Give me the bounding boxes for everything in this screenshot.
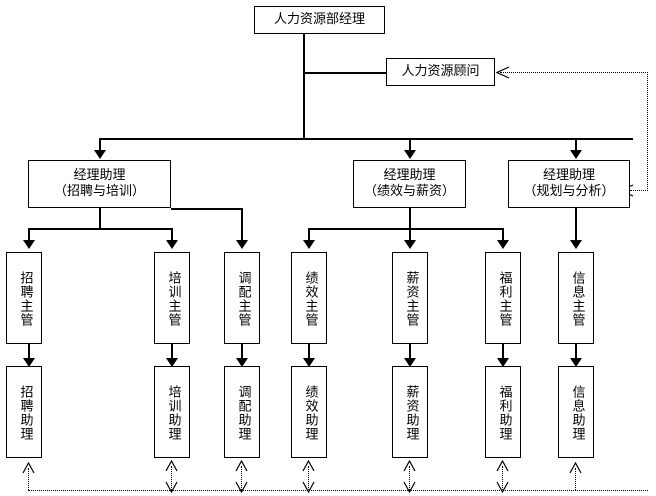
connector-g3-stem xyxy=(575,208,577,244)
connector-manager-drop-1 xyxy=(99,138,101,156)
box-supervisor-recruitment[interactable]: 招聘主管 xyxy=(6,252,42,344)
manager-1-line1: 经理助理 xyxy=(73,167,126,183)
connector-g2-stem xyxy=(409,208,411,228)
box-supervisor-training[interactable]: 培训主管 xyxy=(154,252,190,344)
connector-advisor-branch xyxy=(303,72,387,74)
feedback-arrow-up-7 xyxy=(569,462,582,474)
connector-g1-stem xyxy=(99,208,101,228)
connector-top-trunk xyxy=(303,34,305,138)
arrow-supervisor-3 xyxy=(236,240,248,249)
arrow-assistant-4 xyxy=(303,358,315,367)
manager-2-line1: 经理助理 xyxy=(383,167,436,183)
arrow-supervisor-4 xyxy=(303,240,315,249)
connector-manager-drop-2 xyxy=(409,138,411,156)
feedback-riser-5 xyxy=(409,466,410,492)
connector-manager-drop-3 xyxy=(575,138,577,156)
connector-sup5-asst5 xyxy=(409,344,411,364)
box-assistant-deployment[interactable]: 调配助理 xyxy=(224,366,260,458)
connector-sup7-asst7 xyxy=(575,344,577,364)
connector-sup3-asst3 xyxy=(241,344,243,364)
advisory-dotted-into-planning xyxy=(630,190,648,191)
feedback-arrow-up-6 xyxy=(496,460,509,472)
feedback-riser-4 xyxy=(308,466,309,492)
connector-g2-to-sup5 xyxy=(409,228,411,244)
arrow-manager-1 xyxy=(94,150,106,159)
advisory-dotted-right xyxy=(647,72,648,191)
connector-g2-to-sup4 xyxy=(308,228,310,244)
feedback-arrow-down-2 xyxy=(165,481,178,493)
feedback-arrow-up-5 xyxy=(403,460,416,472)
connector-g2-to-sup6 xyxy=(502,228,504,244)
arrow-assistant-5 xyxy=(404,358,416,367)
box-assistant-welfare[interactable]: 福利助理 xyxy=(485,366,521,458)
arrow-supervisor-2 xyxy=(166,240,178,249)
arrow-manager-3 xyxy=(570,150,582,159)
feedback-arrow-down-3 xyxy=(235,481,248,493)
feedback-arrow-up-2 xyxy=(165,460,178,472)
manager-1-line2: （招聘与培训） xyxy=(53,184,145,199)
arrow-supervisor-7 xyxy=(570,240,582,249)
arrow-assistant-1 xyxy=(23,358,35,367)
connector-sup6-asst6 xyxy=(502,344,504,364)
manager-3-line1: 经理助理 xyxy=(542,167,595,183)
arrow-assistant-2 xyxy=(166,358,178,367)
feedback-riser-3 xyxy=(241,466,242,492)
advisory-arrow-into-consultant xyxy=(496,66,510,79)
box-hr-department-manager[interactable]: 人力资源部经理 xyxy=(254,6,385,34)
box-supervisor-salary[interactable]: 薪资主管 xyxy=(392,252,428,344)
connector-sup1-asst1 xyxy=(28,344,30,364)
feedback-riser-7 xyxy=(575,468,576,490)
arrow-supervisor-1 xyxy=(23,240,35,249)
arrow-manager-2 xyxy=(404,150,416,159)
arrow-assistant-3 xyxy=(236,358,248,367)
box-supervisor-information[interactable]: 信息主管 xyxy=(558,252,594,344)
arrow-supervisor-5 xyxy=(404,240,416,249)
connector-g2-bus xyxy=(308,228,503,230)
connector-g1-extend-to-sup3 xyxy=(171,208,243,210)
feedback-arrow-up-1 xyxy=(22,462,35,474)
box-supervisor-performance[interactable]: 绩效主管 xyxy=(291,252,327,344)
box-supervisor-welfare[interactable]: 福利主管 xyxy=(485,252,521,344)
advisory-dotted-top xyxy=(500,72,648,73)
feedback-arrow-down-4 xyxy=(302,481,315,493)
box-manager-assistant-planning-analysis[interactable]: 经理助理 （规划与分析） xyxy=(508,160,630,208)
feedback-arrow-down-6 xyxy=(496,481,509,493)
feedback-riser-2 xyxy=(171,466,172,492)
box-manager-assistant-recruitment-training[interactable]: 经理助理 （招聘与培训） xyxy=(28,160,171,208)
connector-g1-sup3-drop xyxy=(241,208,243,244)
feedback-arrow-down-5 xyxy=(403,481,416,493)
arrow-assistant-6 xyxy=(497,358,509,367)
feedback-riser-6 xyxy=(502,466,503,492)
feedback-bus xyxy=(28,490,648,491)
box-assistant-salary[interactable]: 薪资助理 xyxy=(392,366,428,458)
box-hr-consultant[interactable]: 人力资源顾问 xyxy=(386,58,495,86)
feedback-riser-1 xyxy=(28,468,29,490)
connector-g1-to-sup2 xyxy=(171,228,173,244)
manager-3-line2: （规划与分析） xyxy=(523,184,615,199)
box-manager-assistant-performance-salary[interactable]: 经理助理 （绩效与薪资） xyxy=(353,160,466,208)
box-assistant-information[interactable]: 信息助理 xyxy=(558,366,594,458)
box-assistant-training[interactable]: 培训助理 xyxy=(154,366,190,458)
feedback-arrow-up-4 xyxy=(302,460,315,472)
manager-2-line2: （绩效与薪资） xyxy=(363,184,455,199)
connector-managers-bus xyxy=(99,138,633,140)
connector-sup4-asst4 xyxy=(308,344,310,364)
feedback-arrow-up-3 xyxy=(235,460,248,472)
box-assistant-performance[interactable]: 绩效助理 xyxy=(291,366,327,458)
connector-g1-bus xyxy=(28,228,172,230)
arrow-supervisor-6 xyxy=(497,240,509,249)
arrow-assistant-7 xyxy=(570,358,582,367)
box-supervisor-deployment[interactable]: 调配主管 xyxy=(224,252,260,344)
connector-sup2-asst2 xyxy=(171,344,173,364)
box-assistant-recruitment[interactable]: 招聘助理 xyxy=(6,366,42,458)
connector-g1-to-sup1 xyxy=(28,228,30,244)
